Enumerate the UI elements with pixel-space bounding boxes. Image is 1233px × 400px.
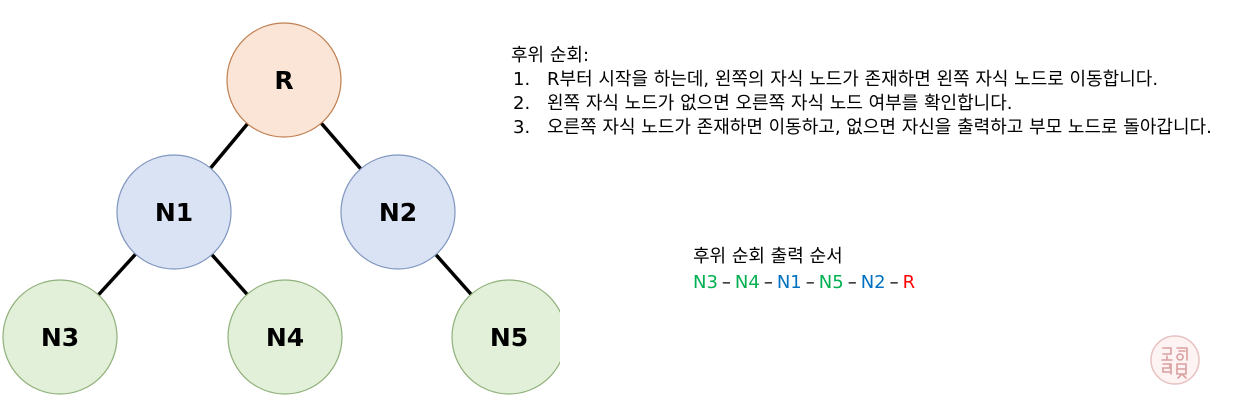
step-text: 왼쪽 자식 노드가 없으면 오른쪽 자식 노드 여부를 확인합니다. [547,93,1013,114]
seal-stamp-icon [1150,335,1200,385]
node-r: R [226,22,342,138]
sequence-item: N1 [776,272,802,293]
output-order: 후위 순회 출력 순서 N3–N4–N1–N5–N2–R [693,244,915,296]
sequence-item: N4 [734,272,760,293]
step-item: 1. R부터 시작을 하는데, 왼쪽의 자식 노드가 존재하면 왼쪽 자식 노드… [511,68,1226,92]
sequence-item: N5 [818,272,844,293]
node-circle [226,22,342,138]
step-text: 오른쪽 자식 노드가 존재하면 이동하고, 없으면 자신을 출력하고 부모 노드… [547,117,1212,138]
node-circle [2,279,118,395]
node-circle [451,279,560,395]
sequence-separator: – [847,272,857,293]
node-n2: N2 [340,154,456,270]
step-number: 1. [513,69,531,90]
explanation-title: 후위 순회: [511,45,590,66]
output-order-title: 후위 순회 출력 순서 [693,246,843,267]
node-label: R [274,66,293,95]
node-label: N4 [266,323,304,352]
node-circle [227,279,343,395]
sequence-separator: – [805,272,815,293]
step-number: 2. [513,93,531,114]
sequence-item: R [902,272,916,293]
sequence-separator: – [721,272,731,293]
node-label: N2 [379,198,417,227]
step-number: 3. [513,117,531,138]
node-n3: N3 [2,279,118,395]
step-list: 1. R부터 시작을 하는데, 왼쪽의 자식 노드가 존재하면 왼쪽 자식 노드… [511,68,1226,140]
node-n1: N1 [116,154,232,270]
traversal-explanation: 후위 순회: 1. R부터 시작을 하는데, 왼쪽의 자식 노드가 존재하면 왼… [511,44,1226,140]
step-text: R부터 시작을 하는데, 왼쪽의 자식 노드가 존재하면 왼쪽 자식 노드로 이… [547,69,1159,90]
step-item: 3. 오른쪽 자식 노드가 존재하면 이동하고, 없으면 자신을 출력하고 부모… [511,116,1226,140]
node-n5: N5 [451,279,560,395]
output-sequence: N3–N4–N1–N5–N2–R [693,270,915,296]
sequence-separator: – [889,272,899,293]
node-circle [116,154,232,270]
node-n4: N4 [227,279,343,395]
sequence-item: N2 [860,272,886,293]
step-item: 2. 왼쪽 자식 노드가 없으면 오른쪽 자식 노드 여부를 확인합니다. [511,92,1226,116]
node-circle [340,154,456,270]
node-label: N3 [41,323,79,352]
node-label: N5 [490,323,528,352]
sequence-separator: – [763,272,773,293]
node-label: N1 [155,198,193,227]
sequence-item: N3 [693,272,718,293]
